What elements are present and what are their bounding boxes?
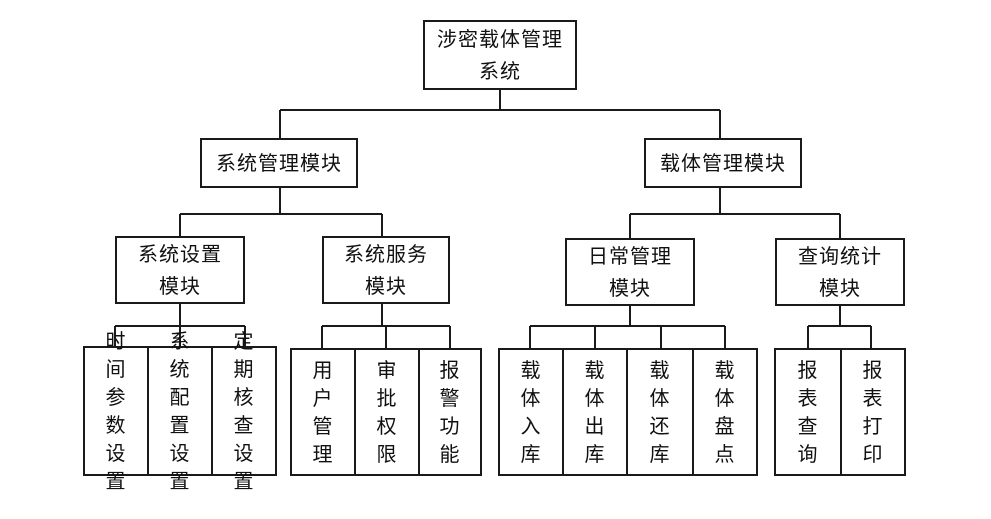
connector-service-to-leaves (321, 304, 451, 348)
leaf-report-query: 报表查询 (774, 348, 842, 476)
carrier-management-module: 载体管理模块 (644, 138, 802, 188)
leaf-approval-authority: 审批权限 (354, 348, 420, 476)
leaf-carrier-return-label: 载体还库 (649, 358, 671, 466)
connector-daily-to-leaves (529, 306, 726, 348)
leaf-system-config-label: 系统配置设置 (169, 329, 191, 493)
leaf-time-parameter-label: 时间参数设置 (105, 329, 127, 493)
leaf-approval-authority-label: 审批权限 (376, 358, 398, 466)
root-node: 涉密载体管理 系统 (423, 20, 577, 90)
leaf-carrier-inventory-label: 载体盘点 (714, 358, 736, 466)
root-label-line2: 系统 (479, 59, 521, 83)
root-label-line1: 涉密载体管理 (437, 27, 563, 51)
leaf-carrier-inbound: 载体入库 (498, 348, 564, 476)
daily-management-module: 日常管理 模块 (565, 238, 695, 306)
leaf-periodic-check-label: 定期核查设置 (233, 329, 255, 493)
settings-label-line1: 系统设置 (138, 242, 222, 266)
connector-settings-to-leaves (114, 304, 246, 346)
connector-system-to-level2 (179, 188, 383, 236)
leaf-user-management-label: 用户管理 (312, 358, 334, 466)
leaf-report-print-label: 报表打印 (862, 358, 884, 466)
daily-label-line2: 模块 (609, 276, 651, 300)
leaf-time-parameter-settings: 时间参数设置 (83, 329, 149, 493)
leaf-carrier-return: 载体还库 (626, 348, 694, 476)
connector-carrier-to-level2 (629, 188, 841, 238)
connector-root-to-level1 (279, 90, 721, 138)
leaf-carrier-outbound-label: 载体出库 (584, 358, 606, 466)
connector-query-to-leaves (807, 306, 872, 348)
system-management-label: 系统管理模块 (216, 151, 342, 175)
query-label-line2: 模块 (819, 276, 861, 300)
service-label-line1: 系统服务 (344, 242, 428, 266)
leaf-report-query-label: 报表查询 (797, 358, 819, 466)
carrier-management-label: 载体管理模块 (660, 151, 786, 175)
leaf-alarm-function-label: 报警功能 (439, 358, 461, 466)
leaf-report-print: 报表打印 (840, 348, 906, 476)
query-label-line1: 查询统计 (798, 244, 882, 268)
daily-label-line1: 日常管理 (588, 244, 672, 268)
system-service-module: 系统服务 模块 (322, 236, 450, 304)
service-label-line2: 模块 (365, 274, 407, 298)
leaf-alarm-function: 报警功能 (418, 348, 482, 476)
leaf-carrier-inbound-label: 载体入库 (520, 358, 542, 466)
leaf-system-config-settings: 系统配置设置 (147, 329, 213, 493)
settings-label-line2: 模块 (159, 274, 201, 298)
leaf-carrier-outbound: 载体出库 (562, 348, 628, 476)
leaf-periodic-check-settings: 定期核查设置 (211, 329, 277, 493)
system-settings-module: 系统设置 模块 (115, 236, 245, 304)
system-management-module: 系统管理模块 (200, 138, 358, 188)
query-statistics-module: 查询统计 模块 (775, 238, 905, 306)
leaf-user-management: 用户管理 (290, 348, 356, 476)
leaf-carrier-inventory: 载体盘点 (692, 348, 758, 476)
